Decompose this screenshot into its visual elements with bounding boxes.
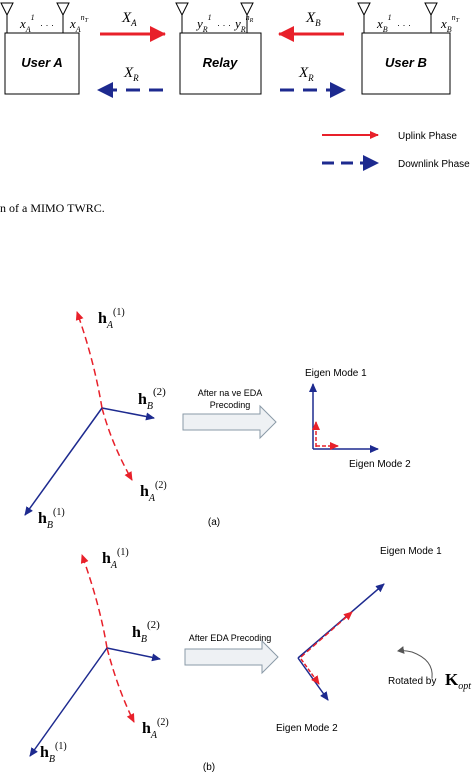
signal-label-xr-right: XR — [298, 65, 314, 83]
vector-h-a2 — [101, 407, 133, 481]
vector-h-a2 — [106, 647, 135, 723]
antenna-icon — [357, 2, 438, 33]
rotated-by-label: Rotated by — [388, 676, 436, 687]
vector-h-a1 — [75, 311, 103, 409]
antenna-icon — [175, 2, 254, 33]
label-h-a2: hA(2) — [140, 480, 167, 504]
legend-downlink-label: Downlink Phase — [398, 159, 470, 170]
user-b-antenna-dots: · · · — [397, 20, 411, 30]
legend: Uplink Phase Downlink Phase — [322, 131, 470, 171]
panel-a: hA(1) hB(2) hA(2) hB(1) After na ve EDA … — [24, 307, 411, 531]
label-h-b2: hB(2) — [138, 386, 166, 412]
precoded-h-a-upper — [300, 611, 353, 658]
legend-uplink-label: Uplink Phase — [398, 131, 457, 142]
relay-antenna-last: yRnR — [233, 13, 254, 34]
user-b-antenna-first: xB1 — [376, 13, 392, 34]
vector-h-b1 — [29, 647, 108, 757]
label-h-b1: hB(1) — [40, 741, 67, 765]
panel-b: hA(1) hB(2) hA(2) hB(1) After EDA Precod… — [29, 546, 471, 773]
eigen-mode-2-vector — [297, 657, 329, 701]
vector-h-b1 — [24, 407, 103, 516]
rotation-arrow-icon — [397, 646, 433, 679]
label-h-b1: hB(1) — [38, 507, 65, 531]
panel-a-label: (a) — [208, 517, 220, 528]
vector-h-b2 — [101, 407, 155, 421]
antenna-icon — [0, 2, 70, 33]
signal-label-xb: XB — [305, 10, 321, 28]
label-h-b2: hB(2) — [132, 619, 160, 645]
precoded-h-a-lower — [300, 658, 320, 685]
eigen-mode-1-label: Eigen Mode 1 — [305, 368, 367, 379]
user-a-node: User A xA1 · · · xAnT — [0, 2, 89, 95]
user-b-label: User B — [385, 55, 427, 70]
label-h-a2: hA(2) — [142, 717, 169, 741]
relay-node: Relay yR1 · · · yRnR — [175, 2, 262, 95]
transform-text: After EDA Precoding — [189, 633, 272, 643]
label-h-a1: hA(1) — [98, 307, 125, 331]
relay-antenna-first: yR1 — [195, 13, 212, 34]
transform-arrow-icon — [184, 639, 279, 675]
panel-b-label: (b) — [203, 762, 215, 773]
label-h-a1: hA(1) — [102, 547, 129, 571]
caption-fragment: n of a MIMO TWRC. — [0, 201, 105, 215]
eigen-mode-2-label: Eigen Mode 2 — [349, 459, 411, 470]
transform-text-2: Precoding — [210, 400, 251, 410]
signal-label-xa: XA — [121, 10, 137, 28]
relay-label: Relay — [203, 55, 238, 70]
transform-text-1: After na ve EDA — [198, 388, 263, 398]
relay-antenna-dots: · · · — [217, 20, 231, 30]
user-b-node: User B xB1 · · · xBnT — [357, 2, 460, 95]
user-a-antenna-first: xA1 — [19, 13, 35, 34]
eigen-mode-1-vector — [297, 583, 385, 659]
system-model: User A xA1 · · · xAnT Relay yR1 · · · yR… — [0, 2, 470, 215]
user-a-antenna-last: xAnT — [69, 13, 89, 34]
transform-arrow-icon — [182, 404, 277, 440]
user-a-label: User A — [21, 55, 62, 70]
signal-label-xr-left: XR — [123, 65, 139, 83]
eigen-mode-2-label: Eigen Mode 2 — [276, 723, 338, 734]
k-opt-label: Kopt — [445, 670, 471, 692]
vector-h-b2 — [106, 647, 161, 662]
user-b-antenna-last: xBnT — [440, 13, 460, 34]
vector-h-a1 — [80, 554, 108, 649]
eigen-mode-1-label: Eigen Mode 1 — [380, 546, 442, 557]
user-a-antenna-dots: · · · — [40, 20, 54, 30]
